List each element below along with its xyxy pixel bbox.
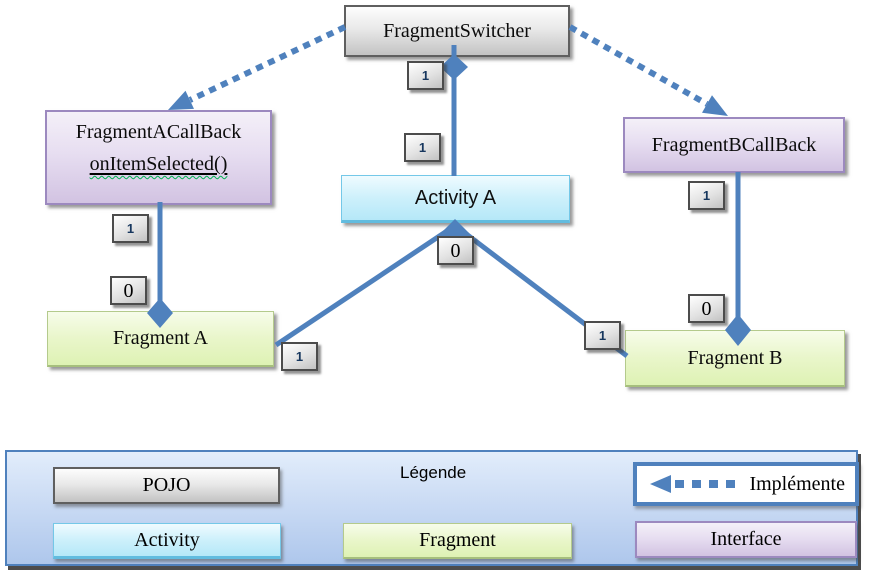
multiplicity-activity-top: 1 (404, 133, 441, 162)
implements-label: Implémente (749, 472, 845, 495)
interface-box-fragment-a-callback: FragmentACallBack onItemSelected() (45, 110, 272, 205)
implements-arrow-to-callback-b (568, 24, 728, 116)
multiplicity-fragment-a-right: 1 (281, 342, 318, 371)
interface-label: FragmentACallBack (75, 121, 242, 143)
multiplicity-fragment-b-top: 0 (688, 294, 725, 323)
interface-box-fragment-b-callback: FragmentBCallBack (623, 117, 845, 173)
interface-method: onItemSelected() (89, 153, 228, 175)
class-label: FragmentSwitcher (383, 19, 531, 42)
legend-chip-interface: Interface (635, 521, 857, 558)
multiplicity-switcher-bottom: 1 (407, 61, 444, 90)
legend-implements-entry: Implémente (633, 462, 859, 506)
legend-chip-activity: Activity (53, 523, 281, 559)
legend-chip-label: Activity (134, 528, 200, 551)
composition-callback-a-to-fragment-a (147, 202, 173, 328)
composition-callback-b-to-fragment-b (725, 172, 751, 346)
interface-label: FragmentBCallBack (651, 133, 817, 156)
fragment-label: Fragment A (113, 327, 208, 349)
legend-panel: Légende POJO Activity Fragment Interface… (5, 450, 859, 566)
multiplicity-callback-b-bottom: 1 (688, 181, 725, 210)
multiplicity-fragment-b-left: 1 (584, 321, 621, 350)
legend-chip-label: POJO (142, 474, 191, 496)
legend-chip-label: Fragment (419, 529, 496, 551)
legend-chip-pojo: POJO (53, 467, 280, 504)
activity-box-activity-a: Activity A (341, 175, 570, 223)
activity-label: Activity A (414, 186, 497, 209)
implements-arrow-icon (650, 475, 736, 493)
legend-title: Légende (400, 463, 467, 482)
legend-chip-fragment: Fragment (343, 523, 572, 559)
fragment-box-fragment-a: Fragment A (47, 311, 274, 367)
class-box-fragment-switcher: FragmentSwitcher (344, 5, 570, 57)
composition-activity-to-switcher (440, 45, 468, 176)
fragment-label: Fragment B (687, 346, 783, 369)
multiplicity-fragment-a-top: 0 (110, 276, 147, 305)
implements-arrow-to-callback-a (168, 24, 347, 110)
link-activity-to-fragment-a (274, 224, 455, 348)
multiplicity-callback-a-bottom: 1 (112, 214, 149, 243)
fragment-box-fragment-b: Fragment B (625, 330, 845, 387)
multiplicity-activity-bottom: 0 (437, 236, 474, 265)
legend-chip-label: Interface (710, 528, 782, 550)
